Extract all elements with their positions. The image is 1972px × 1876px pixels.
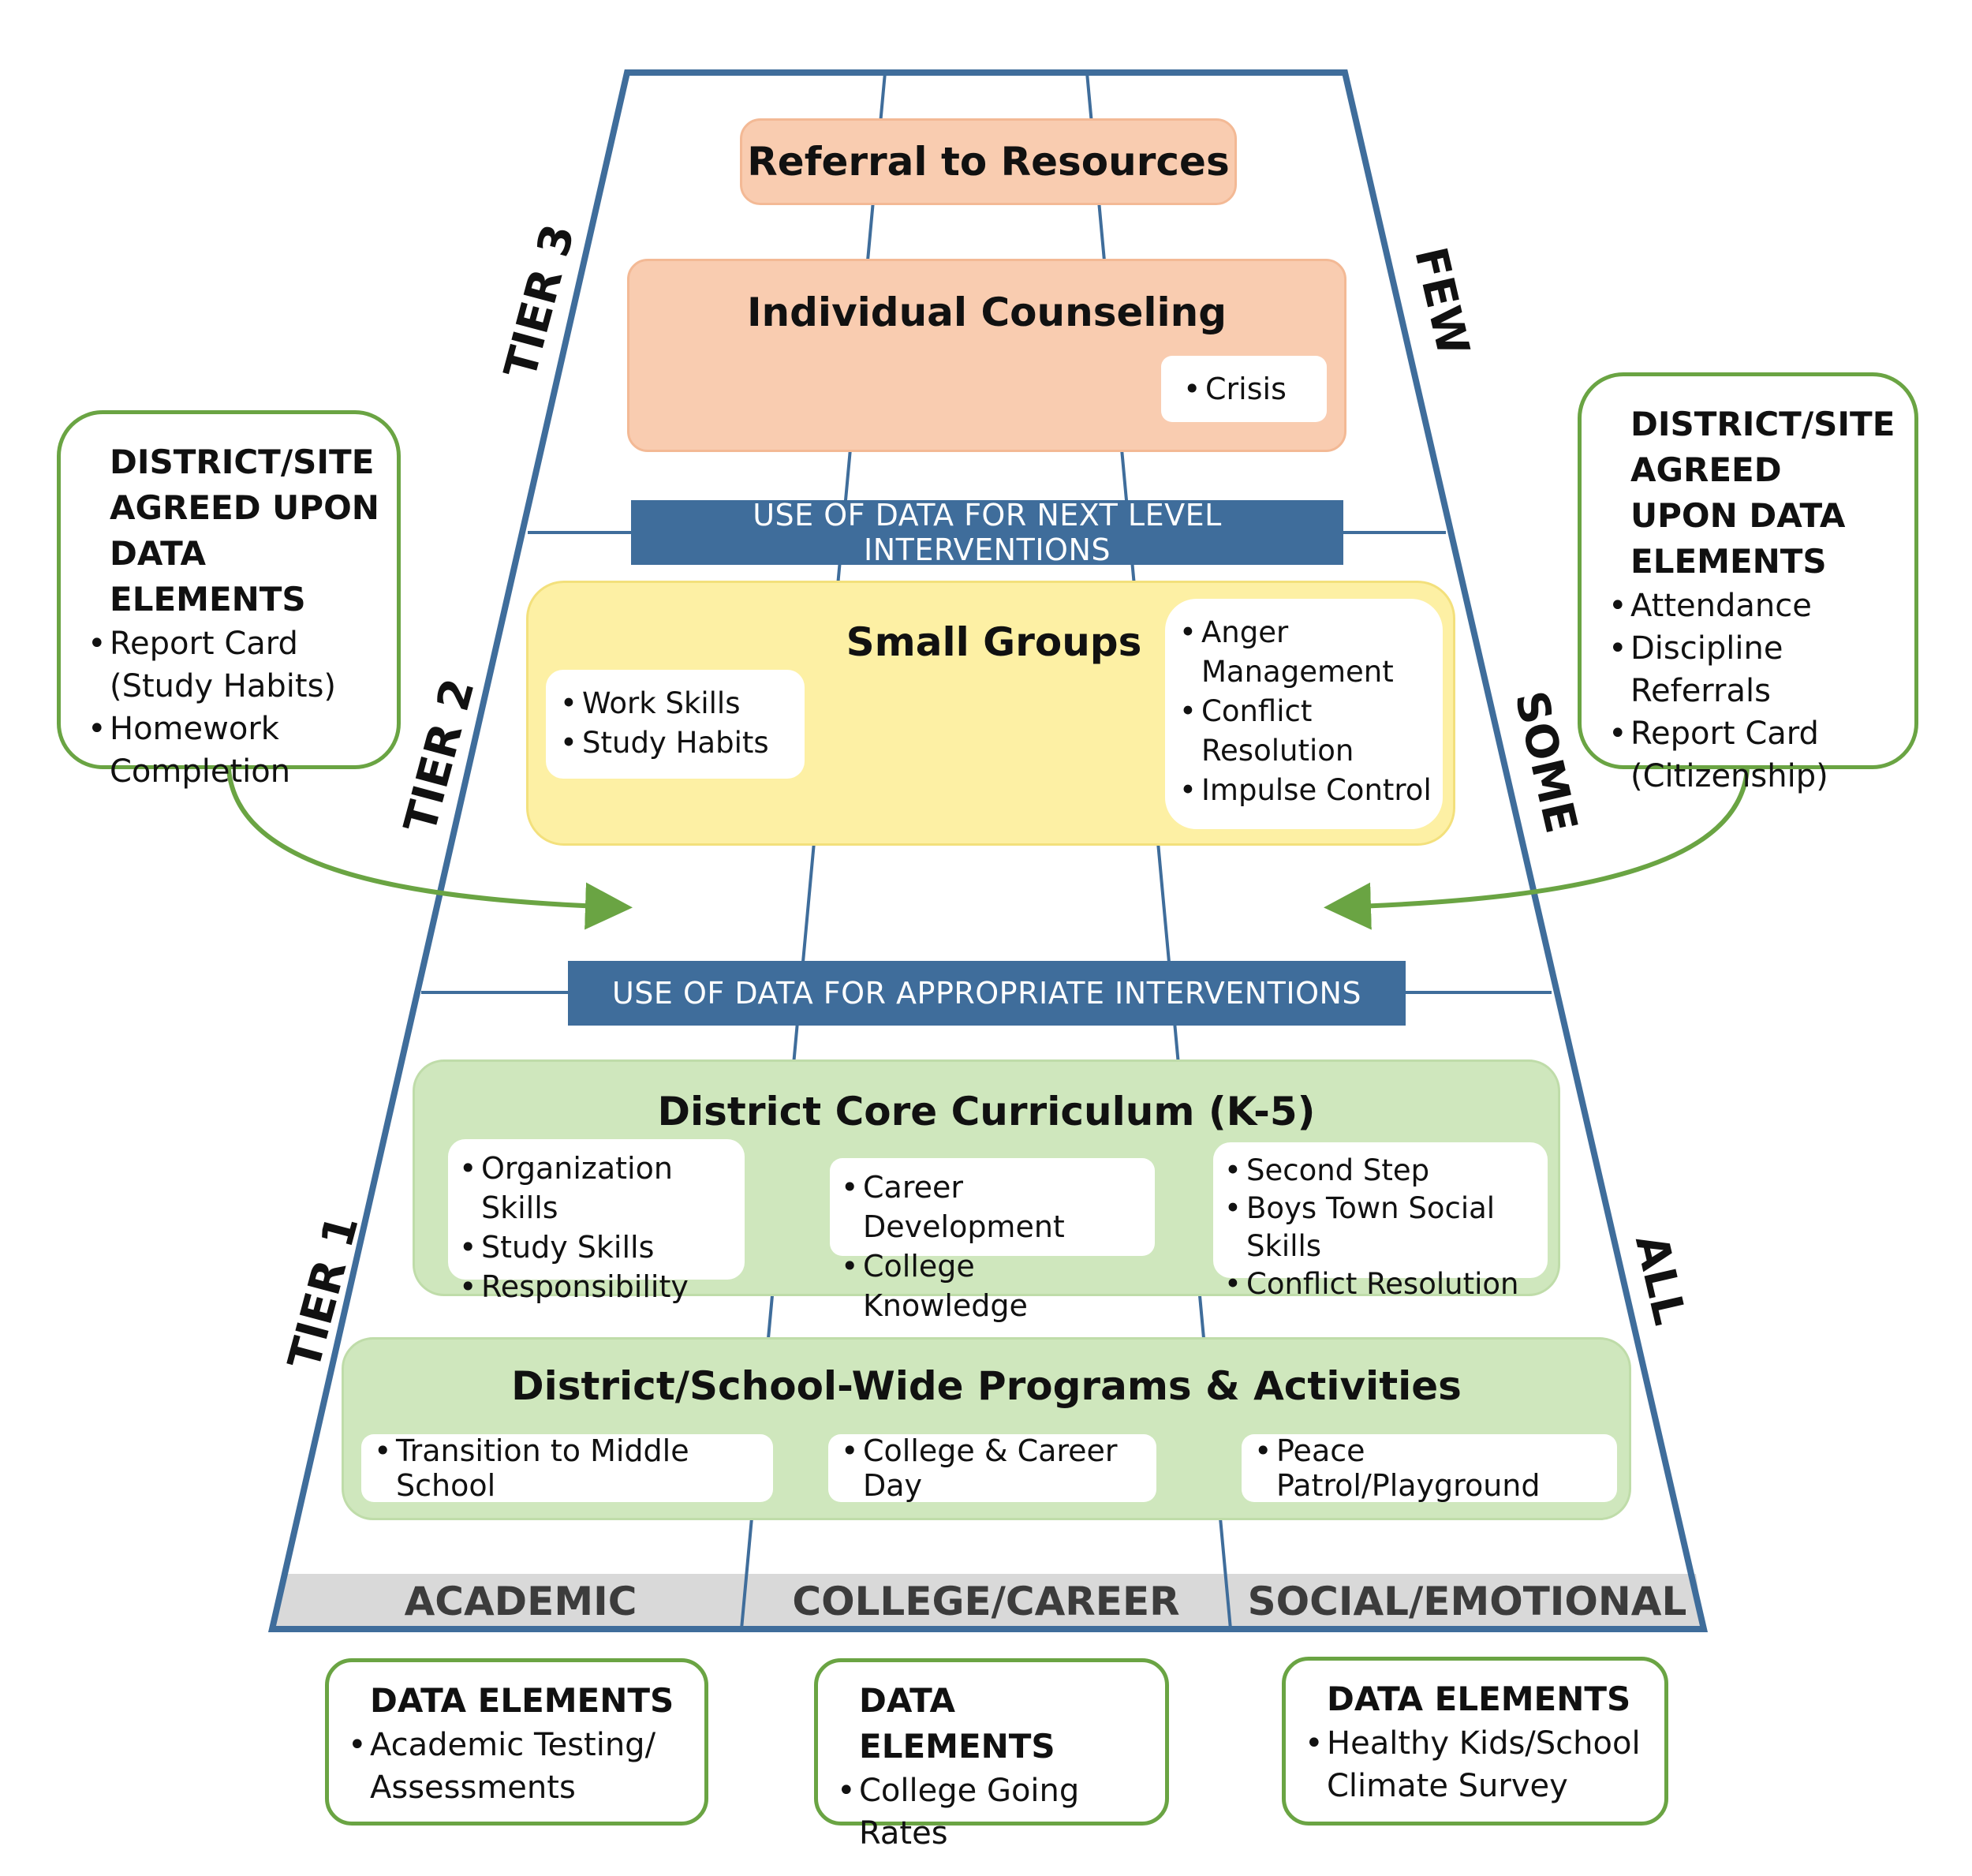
- small-groups-academic-list: Work Skills Study Habits: [546, 670, 805, 779]
- list-item: Organization Skills: [458, 1149, 737, 1228]
- list-item: Conflict Resolution: [1223, 1265, 1543, 1303]
- small-groups-box: Small Groups Work Skills Study Habits An…: [526, 581, 1455, 846]
- career-data-elements-box: DATA ELEMENTS College Going Rates: [814, 1658, 1169, 1852]
- academic-data-elements-box: DATA ELEMENTS Academic Testing/ Assessme…: [325, 1658, 708, 1826]
- school-wide-programs-box: District/School-Wide Programs & Activiti…: [342, 1337, 1631, 1520]
- core-social-list: Second Step Boys Town Social Skills Conf…: [1213, 1142, 1548, 1303]
- column-label-band: [272, 1574, 1704, 1629]
- list-item: Crisis: [1182, 372, 1287, 406]
- core-academic-list: Organization Skills Study Skills Respons…: [448, 1139, 745, 1306]
- trapezoid-outline: [267, 69, 1709, 1632]
- list-item: Transition to Middle School: [372, 1433, 773, 1503]
- core-career-list: Career Development College Knowledge: [830, 1158, 1155, 1323]
- individual-counseling-title: Individual Counseling: [746, 290, 1227, 335]
- appropriate-data-banner: USE OF DATA FOR APPROPRIATE INTERVENTION…: [568, 961, 1406, 1026]
- referral-title: Referral to Resources: [747, 139, 1230, 185]
- list-item: Attendance: [1607, 585, 1899, 627]
- list-item: Anger Management: [1178, 613, 1435, 692]
- school-wide-social-list: Peace Patrol/Playground: [1242, 1433, 1617, 1503]
- list-item: Discipline Referrals: [1607, 627, 1899, 712]
- list-item: Career Development: [839, 1168, 1147, 1246]
- referral-to-resources-box: Referral to Resources: [740, 118, 1237, 205]
- next-level-data-banner: USE OF DATA FOR NEXT LEVEL INTERVENTIONS: [631, 498, 1343, 567]
- list-item: Impulse Control: [1178, 771, 1435, 810]
- data-box-title: DATA ELEMENTS: [370, 1681, 674, 1720]
- list-item: Academic Testing/ Assessments: [346, 1724, 689, 1809]
- crisis-list-box: Crisis: [1161, 356, 1327, 422]
- list-item: College & Career Day: [839, 1433, 1156, 1503]
- list-item: Healthy Kids/School Climate Survey: [1303, 1722, 1652, 1807]
- data-box-title: DATA ELEMENTS: [1327, 1680, 1631, 1718]
- column-label-career: COLLEGE/CAREER: [792, 1579, 1180, 1624]
- list-item: Responsibility: [458, 1267, 737, 1306]
- list-item: Homework Completion: [86, 708, 379, 793]
- right-data-elements-callout: DISTRICT/SITE AGREED UPON DATA ELEMENTS …: [1578, 372, 1918, 794]
- list-item: Study Skills: [458, 1228, 737, 1267]
- social-data-elements-box: DATA ELEMENTS Healthy Kids/School Climat…: [1282, 1657, 1668, 1826]
- left-callout-arrow: [226, 768, 633, 930]
- list-item: College Going Rates: [835, 1769, 1149, 1855]
- list-item: Report Card (Study Habits): [86, 622, 379, 708]
- list-item: Conflict Resolution: [1178, 692, 1435, 771]
- data-box-title: DATA ELEMENTS: [859, 1681, 1055, 1766]
- small-groups-title: Small Groups: [846, 619, 1142, 665]
- core-curriculum-box: District Core Curriculum (K-5) Organizat…: [413, 1059, 1560, 1323]
- school-wide-career-list: College & Career Day: [828, 1433, 1156, 1503]
- left-data-elements-callout: DISTRICT/SITE AGREED UPON DATA ELEMENTS …: [57, 410, 401, 790]
- column-label-social: SOCIAL/EMOTIONAL: [1247, 1579, 1687, 1624]
- school-wide-academic-list: Transition to Middle School: [361, 1433, 773, 1503]
- list-item: Work Skills: [558, 684, 792, 723]
- list-item: Report Card (Citizenship): [1607, 712, 1899, 798]
- list-item: Peace Patrol/Playground: [1253, 1433, 1617, 1503]
- core-curriculum-title: District Core Curriculum (K-5): [657, 1089, 1316, 1134]
- callout-title: DISTRICT/SITE AGREED UPON DATA ELEMENTS: [1630, 405, 1895, 581]
- small-groups-social-list: Anger Management Conflict Resolution Imp…: [1165, 599, 1443, 829]
- column-label-academic: ACADEMIC: [404, 1579, 637, 1624]
- right-callout-arrow: [1324, 768, 1750, 930]
- school-wide-title: District/School-Wide Programs & Activiti…: [511, 1363, 1462, 1409]
- callout-title: DISTRICT/SITE AGREED UPON DATA ELEMENTS: [110, 443, 379, 618]
- individual-counseling-box: Individual Counseling Crisis: [627, 259, 1346, 452]
- list-item: Second Step: [1223, 1152, 1543, 1190]
- list-item: Study Habits: [558, 723, 792, 763]
- list-item: College Knowledge: [839, 1246, 1147, 1325]
- list-item: Boys Town Social Skills: [1223, 1190, 1543, 1265]
